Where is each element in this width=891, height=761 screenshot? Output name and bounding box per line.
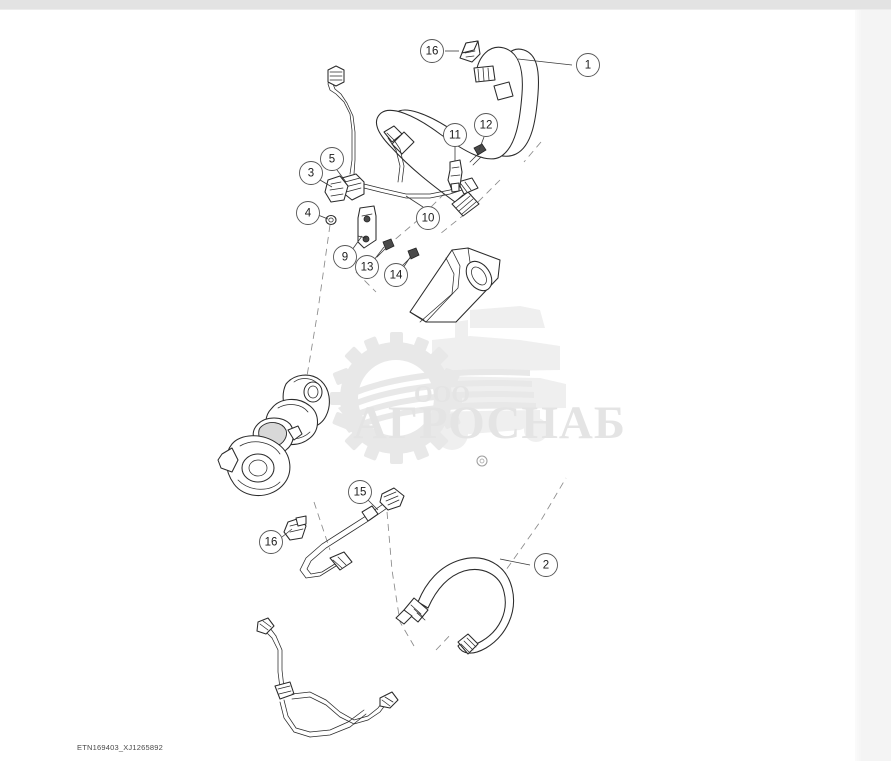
hose2-ferrule-left bbox=[395, 597, 429, 625]
callout-5[interactable]: 5 bbox=[320, 147, 347, 183]
callout-11-label: 11 bbox=[449, 130, 461, 142]
callout-13-label: 13 bbox=[361, 262, 374, 274]
upper-flexible-hose bbox=[376, 46, 539, 217]
callout-16-lower-label: 16 bbox=[265, 537, 278, 549]
callout-12-label: 12 bbox=[480, 120, 493, 132]
hose-ferrule-upper bbox=[473, 65, 496, 83]
return-tube-line bbox=[299, 487, 405, 579]
callout-1[interactable]: 1 bbox=[517, 53, 600, 77]
cap-screw bbox=[376, 238, 395, 258]
tube-fitting-lower-right bbox=[379, 691, 399, 709]
elbow-fitting bbox=[324, 175, 349, 203]
hydraulic-cylinder bbox=[409, 247, 501, 323]
watermark-company-text: АГРОСНАБ bbox=[353, 397, 626, 449]
tube-fitting-15-lower bbox=[329, 551, 353, 571]
window-top-strip bbox=[0, 0, 891, 10]
callout-14[interactable]: 14 bbox=[384, 255, 412, 287]
small-plug-part bbox=[476, 455, 488, 467]
callout-16-upper-label: 16 bbox=[426, 46, 439, 58]
callout-16-upper[interactable]: 16 bbox=[420, 39, 460, 63]
callout-4[interactable]: 4 bbox=[296, 201, 329, 225]
lower-flexible-hose bbox=[395, 557, 514, 655]
diagram-caption: ETN169403_XJ1265892 bbox=[77, 743, 163, 752]
callout-16-lower[interactable]: 16 bbox=[259, 528, 293, 554]
hose-clip-upper bbox=[459, 40, 481, 63]
tube-elbow-branch bbox=[383, 125, 403, 143]
hose2-ferrule-bottom bbox=[457, 633, 479, 655]
tube-collar-mid bbox=[274, 681, 295, 700]
callout-2[interactable]: 2 bbox=[499, 553, 558, 577]
callout-9-label: 9 bbox=[342, 252, 348, 264]
o-ring-seal bbox=[325, 214, 337, 226]
callout-2-label: 2 bbox=[543, 560, 549, 572]
callout-15[interactable]: 15 bbox=[348, 480, 379, 511]
callout-14-label: 14 bbox=[390, 270, 403, 282]
callout-3-label: 3 bbox=[308, 168, 314, 180]
hose-ferrule-lower bbox=[451, 191, 480, 217]
watermark-field-swoosh bbox=[336, 369, 536, 433]
callout-9[interactable]: 9 bbox=[333, 235, 363, 269]
callout-3[interactable]: 3 bbox=[299, 161, 333, 188]
parts-diagram: ООО АГРОСНАБ bbox=[217, 39, 626, 738]
callout-13[interactable]: 13 bbox=[355, 246, 385, 279]
tube-fitting-15-upper bbox=[379, 487, 405, 511]
document-page: ООО АГРОСНАБ bbox=[0, 10, 862, 761]
watermark-agrosnab: ООО АГРОСНАБ bbox=[330, 306, 626, 464]
watermark-prefix-text: ООО bbox=[414, 382, 470, 408]
callout-12[interactable]: 12 bbox=[474, 113, 498, 151]
callout-11[interactable]: 11 bbox=[443, 123, 467, 162]
lower-steel-tube-line bbox=[256, 617, 399, 738]
hydraulic-pump-assembly bbox=[217, 374, 330, 497]
tube-fitting-lower-topleft bbox=[256, 617, 275, 635]
callout-10[interactable]: 10 bbox=[405, 195, 440, 230]
retaining-screw bbox=[469, 143, 487, 166]
hose-sleeve-mid-2 bbox=[493, 81, 514, 101]
clamp-block bbox=[447, 159, 463, 193]
callout-layer: 1 2 3 4 bbox=[259, 39, 600, 577]
callout-1-label: 1 bbox=[585, 60, 591, 72]
mounting-bracket bbox=[357, 205, 377, 249]
callout-15-label: 15 bbox=[354, 487, 367, 499]
hose-clip-lower bbox=[283, 515, 307, 541]
callout-10-label: 10 bbox=[422, 213, 435, 225]
callout-4-label: 4 bbox=[305, 208, 312, 220]
tube-fitting-right bbox=[457, 177, 479, 195]
rigid-tube-line bbox=[327, 65, 479, 199]
tube-fitting-top-left bbox=[327, 65, 345, 87]
callout-5-label: 5 bbox=[329, 154, 335, 166]
